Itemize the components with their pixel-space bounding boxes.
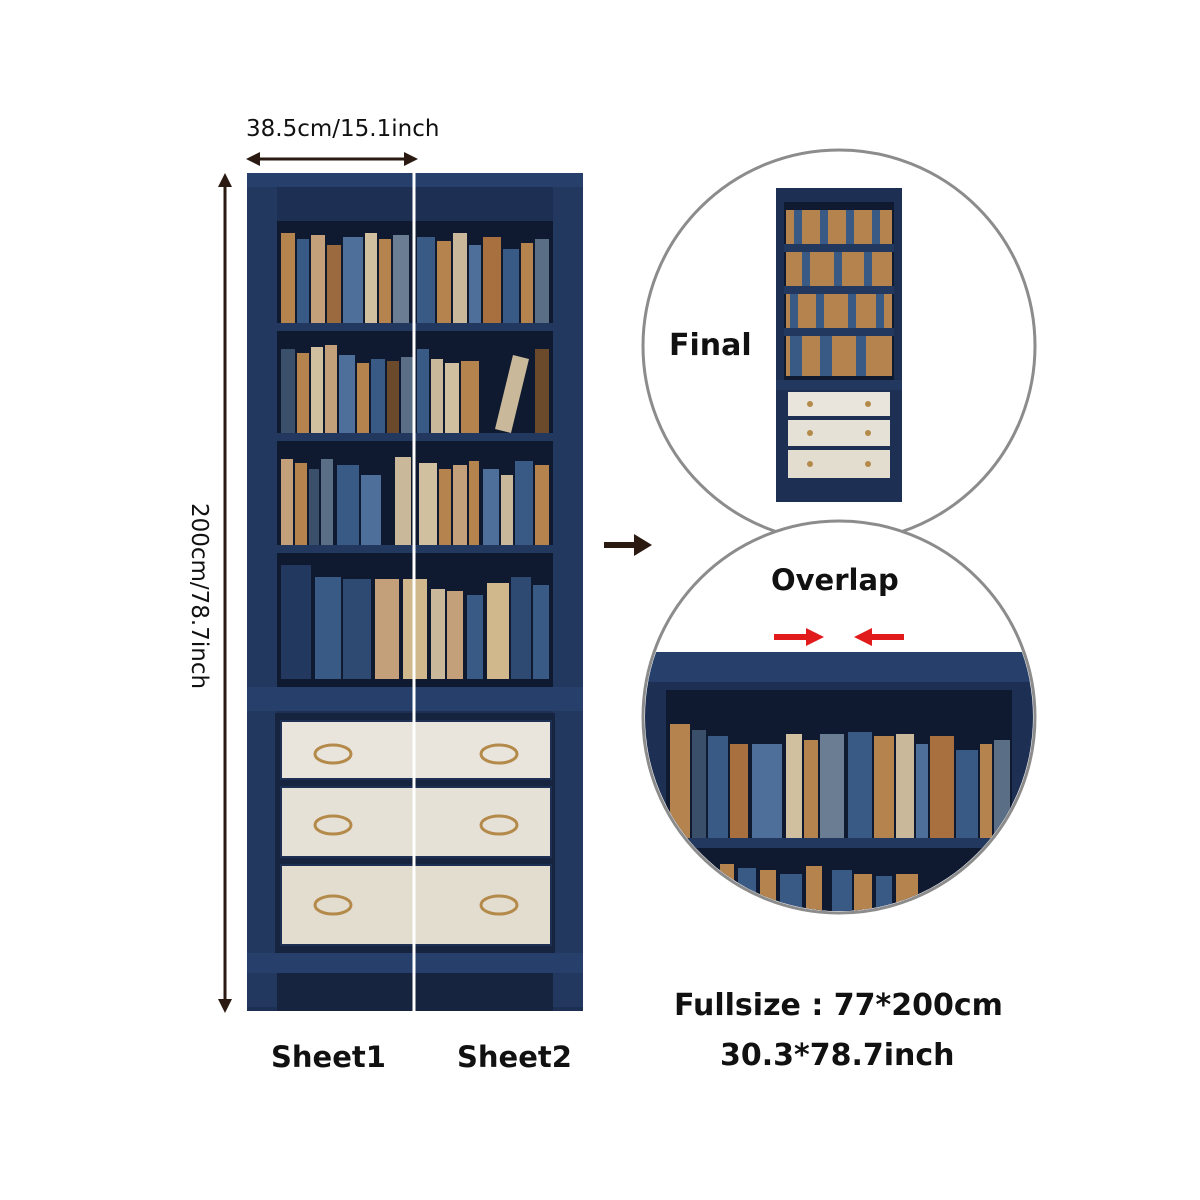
book-row-3 xyxy=(281,457,549,545)
width-dimension-label: 38.5cm/15.1inch xyxy=(246,116,440,142)
overlap-right-arrow-icon xyxy=(854,628,904,646)
width-arrow-icon xyxy=(246,152,418,166)
book-row-2 xyxy=(281,345,549,433)
height-dimension-label: 200cm/78.7inch xyxy=(186,502,212,690)
drawer-stack xyxy=(280,720,552,946)
height-arrow-icon xyxy=(218,173,232,1013)
final-bookcase-thumbnail xyxy=(776,188,902,502)
fullsize-inch-label: 30.3*78.7inch xyxy=(720,1038,955,1073)
overlap-label: Overlap xyxy=(771,563,899,597)
right-arrow-icon xyxy=(604,534,652,556)
final-label: Final xyxy=(669,328,752,363)
bookcase-image xyxy=(247,173,583,1011)
fullsize-cm-label: Fullsize : 77*200cm xyxy=(674,988,1003,1023)
sheet2-label: Sheet2 xyxy=(457,1040,572,1074)
overlap-circle xyxy=(641,519,1037,915)
overlap-left-arrow-icon xyxy=(774,628,824,646)
book-row-1 xyxy=(281,233,549,323)
book-row-4 xyxy=(281,565,549,679)
overlap-book-row xyxy=(670,724,1010,838)
sheet1-label: Sheet1 xyxy=(271,1040,386,1074)
